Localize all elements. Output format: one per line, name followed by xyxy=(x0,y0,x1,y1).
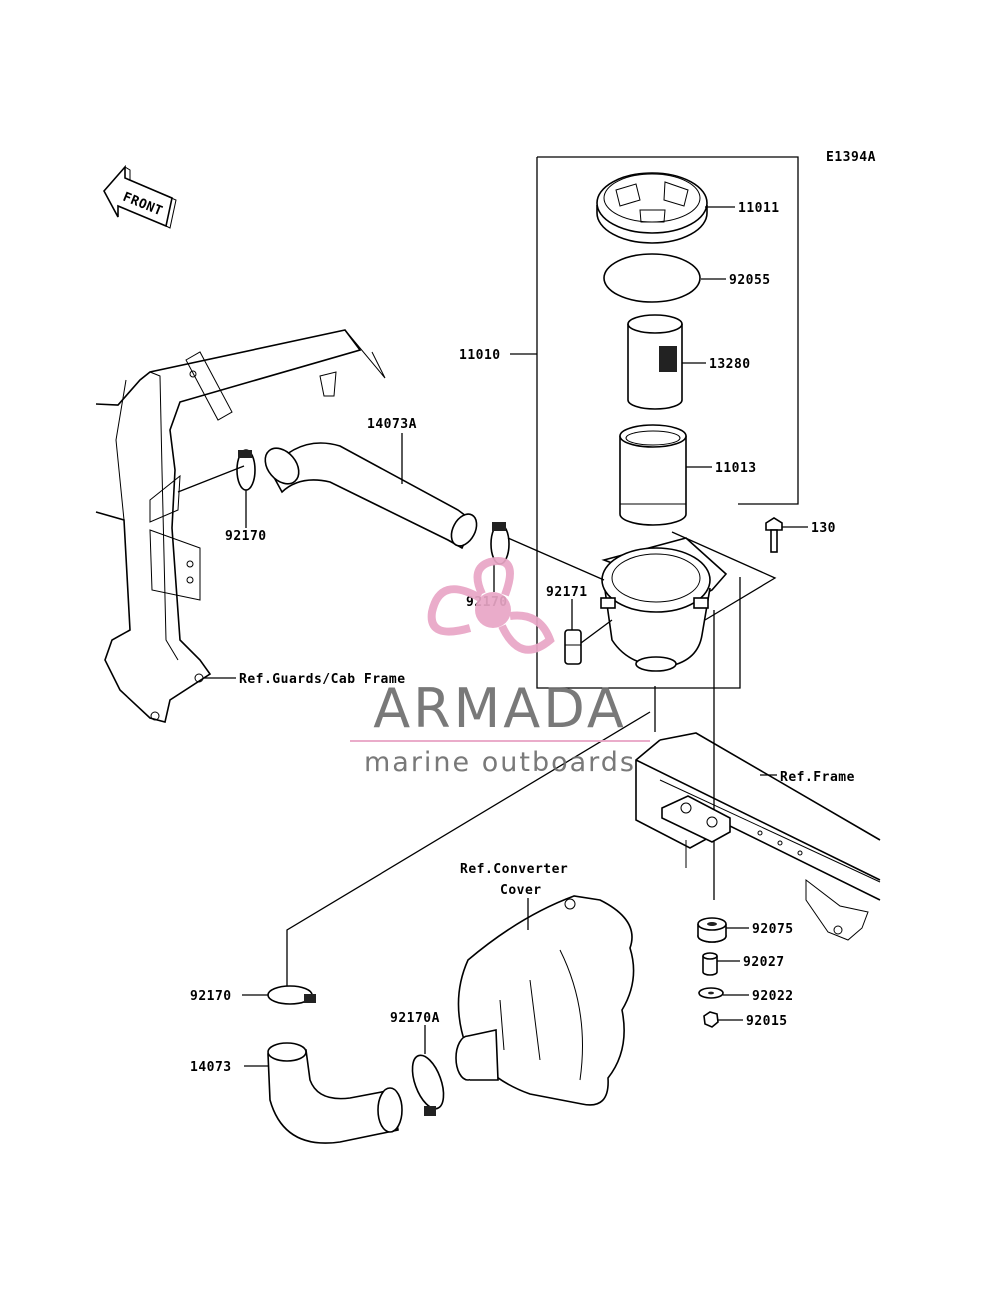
bolt xyxy=(765,517,783,553)
air-cleaner-cover xyxy=(596,172,708,244)
watermark: ARMADA marine outboards xyxy=(350,556,650,778)
assembly-bracket xyxy=(537,156,799,505)
part-label-13280: 13280 xyxy=(709,357,751,372)
air-cleaner-case xyxy=(600,537,728,672)
cab-frame xyxy=(95,329,386,723)
part-label-92170-top: 92170 xyxy=(225,529,267,544)
part-label-92055: 92055 xyxy=(729,273,771,288)
propeller-logo-icon xyxy=(427,556,555,654)
main-frame xyxy=(635,732,881,941)
part-label-130: 130 xyxy=(811,521,836,536)
part-label-92171: 92171 xyxy=(546,585,588,600)
part-label-14073: 14073 xyxy=(190,1060,232,1075)
grommet-92075 xyxy=(697,917,727,943)
clamp-92170-left xyxy=(236,449,256,491)
clip xyxy=(564,629,582,665)
ref-converter-cover-line2: Cover xyxy=(500,883,542,898)
part-label-11010: 11010 xyxy=(459,348,501,363)
part-label-11013: 11013 xyxy=(715,461,757,476)
front-arrow-icon: FRONT xyxy=(103,164,177,229)
ref-guards-cab-frame: Ref.Guards/Cab Frame xyxy=(239,672,406,687)
part-label-92022: 92022 xyxy=(752,989,794,1004)
converter-cover xyxy=(455,895,635,1106)
washer-92022 xyxy=(698,987,724,999)
diagram-code: E1394A xyxy=(826,150,876,165)
part-label-92170A: 92170A xyxy=(390,1011,440,1026)
collar-92027 xyxy=(702,952,718,976)
ref-converter-cover-line1: Ref.Converter xyxy=(460,862,568,877)
watermark-tagline: marine outboards xyxy=(364,747,636,778)
nut-92015 xyxy=(703,1011,719,1028)
hose-14073A xyxy=(264,442,478,550)
part-label-92015: 92015 xyxy=(746,1014,788,1029)
ref-frame: Ref.Frame xyxy=(780,770,855,785)
o-ring xyxy=(603,253,701,303)
clamp-92170A xyxy=(411,1054,445,1116)
part-label-11011: 11011 xyxy=(738,201,780,216)
part-label-92170-bottom: 92170 xyxy=(190,989,232,1004)
hose-14073 xyxy=(267,1042,403,1144)
watermark-brand: ARMADA xyxy=(373,677,627,740)
part-label-92075: 92075 xyxy=(752,922,794,937)
part-label-14073A: 14073A xyxy=(367,417,417,432)
filter-element xyxy=(627,314,683,410)
part-label-92027: 92027 xyxy=(743,955,785,970)
filter xyxy=(619,424,687,526)
clamp-92170-bottom xyxy=(267,985,316,1005)
